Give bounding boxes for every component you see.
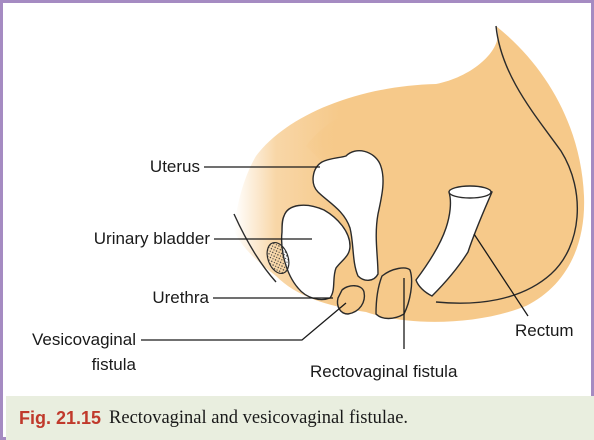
anatomy-svg: Uterus Urinary bladder Urethra Vesicovag… xyxy=(6,6,594,396)
label-urinary-bladder: Urinary bladder xyxy=(94,229,211,248)
caption-text: Rectovaginal and vesicovaginal fistulae. xyxy=(109,408,408,429)
rectum-opening xyxy=(449,186,491,198)
figure-caption: Fig. 21.15 Rectovaginal and vesicovagina… xyxy=(6,396,594,440)
label-rectum: Rectum xyxy=(515,321,574,340)
label-vesicovaginal-line2: fistula xyxy=(92,355,137,374)
label-urethra: Urethra xyxy=(152,288,209,307)
label-uterus: Uterus xyxy=(150,157,200,176)
caption-figure-number: Fig. 21.15 xyxy=(19,408,101,429)
label-rectovaginal-fistula: Rectovaginal fistula xyxy=(310,362,458,381)
pelvic-anatomy-diagram: Uterus Urinary bladder Urethra Vesicovag… xyxy=(6,6,594,396)
label-vesicovaginal-line1: Vesicovaginal xyxy=(32,330,136,349)
vesicovaginal-leader xyxy=(141,303,346,340)
